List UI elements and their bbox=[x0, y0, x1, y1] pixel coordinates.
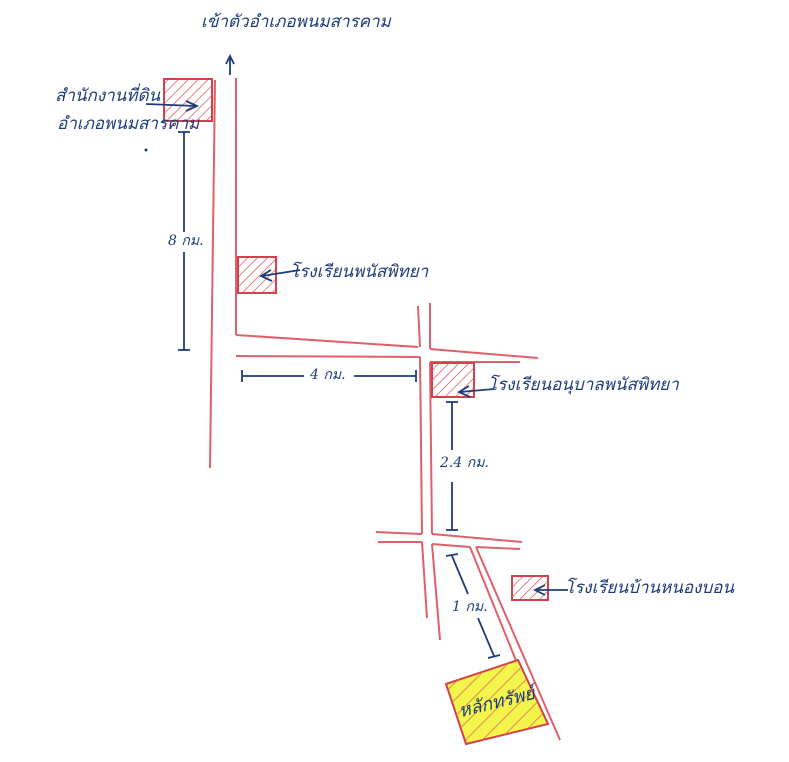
pointer-arrow-school-3 bbox=[532, 584, 568, 596]
second-road bbox=[417, 303, 433, 535]
school-2-building bbox=[431, 362, 475, 398]
property-parcel bbox=[444, 658, 550, 746]
distance-line-1 bbox=[178, 131, 190, 351]
distance-line-2 bbox=[241, 370, 417, 382]
distance-line-3 bbox=[446, 401, 458, 531]
pointer-arrow-district-office bbox=[145, 100, 200, 112]
label-district-office-line2: อำเภอพนมสารคาม bbox=[57, 114, 200, 134]
north-arrow bbox=[225, 53, 235, 75]
label-distance-2: 4 กม. bbox=[310, 367, 346, 383]
label-to-city: เข้าตัวอำเภอพนมสารคาม bbox=[201, 12, 391, 32]
label-district-office-line1: สำนักงานที่ดิน bbox=[55, 86, 161, 106]
school-1-building bbox=[237, 256, 277, 294]
ink-dot bbox=[144, 148, 148, 152]
pointer-arrow-school-1 bbox=[259, 269, 301, 282]
district-office-building bbox=[163, 78, 213, 122]
cross-road bbox=[235, 334, 539, 363]
lower-cross-road bbox=[375, 531, 523, 550]
main-road bbox=[209, 78, 237, 469]
school-3-building bbox=[511, 575, 549, 601]
label-distance-3: 2.4 กม. bbox=[440, 455, 489, 471]
label-school-1: โรงเรียนพนัสพิทยา bbox=[290, 262, 429, 282]
label-distance-4: 1 กม. bbox=[452, 599, 488, 615]
distance-line-4 bbox=[445, 553, 501, 659]
label-school-3: โรงเรียนบ้านหนองบอน bbox=[565, 578, 735, 598]
label-school-2: โรงเรียนอนุบาลพนัสพิทยา bbox=[488, 375, 679, 395]
pointer-arrow-school-2 bbox=[457, 385, 495, 398]
label-distance-1: 8 กม. bbox=[168, 233, 204, 249]
